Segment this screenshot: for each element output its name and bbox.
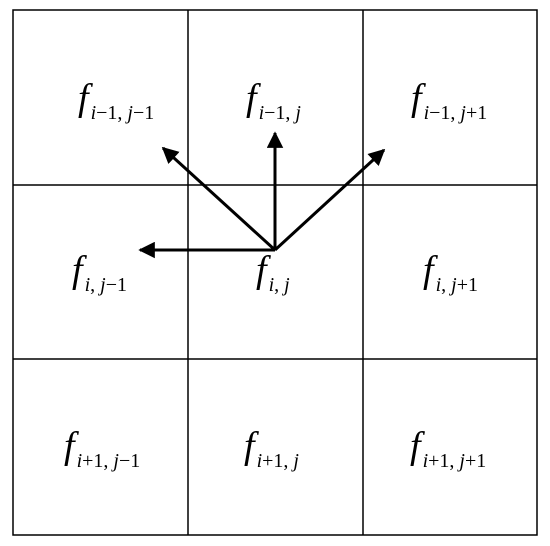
arrow-to-cell-0-2	[273, 148, 386, 252]
neighbor-arrows	[138, 131, 386, 259]
cell-subscript: i−1, j−1	[91, 102, 155, 124]
grid	[12, 9, 538, 536]
cell-subscript: i+1, j+1	[423, 450, 487, 472]
arrow-to-cell-0-0	[161, 146, 277, 252]
cell-subscript: i+1, j	[257, 450, 300, 472]
cell-subscript: i, j	[269, 274, 291, 296]
cell-subscript: i−1, j	[259, 102, 302, 124]
cell-subscript: i−1, j+1	[424, 102, 488, 124]
grid-border	[12, 9, 538, 536]
cell-subscript: i, j−1	[85, 274, 127, 296]
cell-subscript: i, j+1	[436, 274, 478, 296]
cell-subscript: i+1, j−1	[77, 450, 141, 472]
